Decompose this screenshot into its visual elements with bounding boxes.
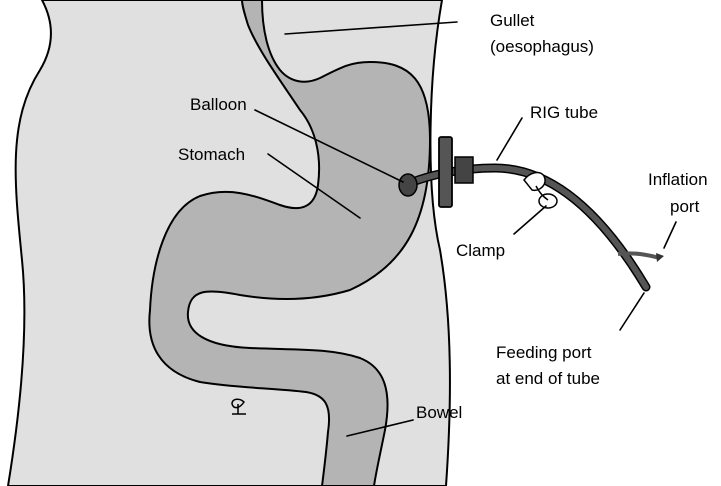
leader-clamp [514, 206, 546, 234]
label-clamp: Clamp [456, 241, 505, 260]
label-feeding-port-sub: at end of tube [496, 369, 600, 388]
balloon [399, 174, 417, 196]
clamp-icon [524, 173, 557, 208]
label-stomach: Stomach [178, 145, 245, 164]
label-gullet-sub: (oesophagus) [490, 37, 594, 56]
leader-rig-tube [497, 118, 522, 160]
label-gullet: Gullet [490, 11, 535, 30]
label-balloon: Balloon [190, 95, 247, 114]
label-bowel: Bowel [416, 403, 462, 422]
label-feeding-port: Feeding port [496, 343, 592, 362]
leader-inflation-port [664, 222, 676, 248]
label-inflation: Inflation [648, 170, 708, 189]
label-inflation-port: port [670, 197, 700, 216]
leader-feeding-port [620, 293, 644, 330]
label-rig-tube: RIG tube [530, 103, 598, 122]
retention-collar [455, 157, 473, 183]
inflation-port-tip [656, 253, 664, 262]
retention-disc [439, 137, 452, 207]
